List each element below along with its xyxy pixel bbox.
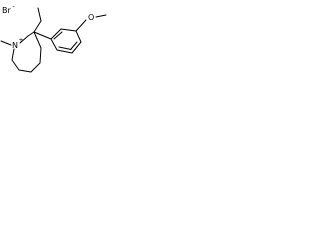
aryl-bond bbox=[33, 31, 52, 40]
ethyl-bond-2 bbox=[37, 7, 42, 22]
n-methyl-bond bbox=[0, 40, 12, 46]
ring-nitrogen-symbol: N bbox=[12, 41, 18, 50]
counterion-charge: - bbox=[13, 3, 15, 10]
structure-diagram: Br - N + O bbox=[0, 3, 107, 73]
counterion-symbol: Br bbox=[2, 6, 11, 15]
benzene-ring bbox=[50, 28, 82, 54]
benzene-double-bond-2 bbox=[70, 41, 78, 50]
ethyl-bond-1 bbox=[33, 20, 42, 33]
ring-nitrogen-charge: + bbox=[19, 37, 24, 44]
ring-bonds-lower bbox=[11, 31, 42, 73]
ring-bonds-n-to-quaternary bbox=[19, 31, 35, 44]
benzene-double-bond-1 bbox=[53, 31, 63, 40]
methoxy-methyl-bond bbox=[95, 14, 107, 18]
methoxy-o-bond bbox=[75, 19, 87, 32]
methoxy-oxygen-symbol: O bbox=[88, 13, 94, 22]
benzene-double-bond-3 bbox=[58, 46, 72, 50]
